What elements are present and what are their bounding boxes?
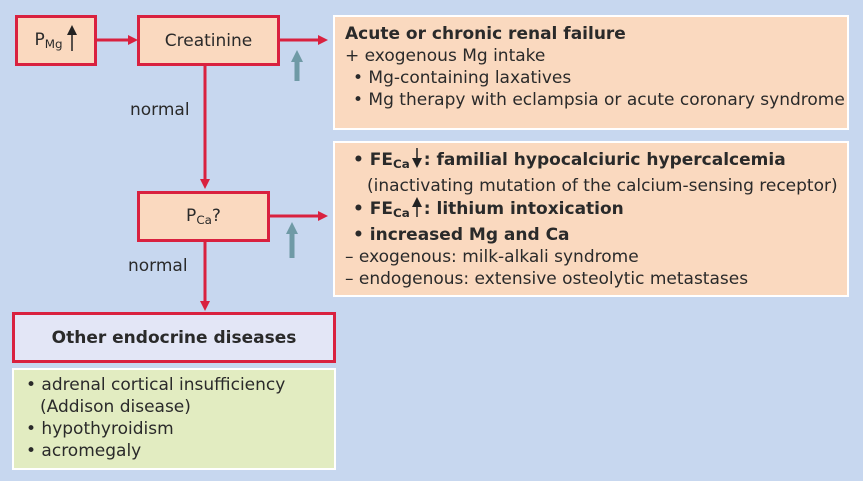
down-arrow-icon — [411, 148, 422, 168]
pmg-label: PMg — [34, 30, 63, 51]
renal-failure-panel: Acute or chronic renal failure + exogeno… — [333, 15, 849, 130]
endocrine-box: Other endocrine diseases — [12, 312, 336, 363]
endocrine-item-note: (Addison disease) — [40, 397, 191, 417]
calcium-up-indicator-icon — [286, 222, 298, 258]
renal-title: Acute or chronic renal failure — [345, 24, 626, 44]
creatinine-box: Creatinine — [137, 15, 280, 66]
calcium-line-endogenous: – endogenous: extensive osteolytic metas… — [345, 269, 749, 289]
endocrine-item: • acromegaly — [26, 441, 142, 461]
normal-label-1: normal — [130, 100, 190, 120]
endocrine-item: • hypothyroidism — [26, 419, 174, 439]
calcium-line-fhh-note: (inactivating mutation of the calcium-se… — [367, 176, 838, 196]
renal-line: + exogenous Mg intake — [345, 46, 546, 66]
calcium-panel: • FECa: familial hypocalciuric hypercalc… — [333, 141, 849, 297]
up-arrow-icon — [66, 24, 77, 51]
calcium-line-increased: • increased Mg and Ca — [353, 225, 570, 245]
pca-label: PCa? — [186, 206, 221, 227]
renal-line: • Mg-containing laxatives — [353, 68, 572, 88]
renal-line: • Mg therapy with eclampsia or acute cor… — [353, 90, 845, 110]
calcium-line-fhh: • FECa: familial hypocalciuric hypercalc… — [353, 148, 786, 171]
normal-label-2: normal — [128, 256, 188, 276]
pca-box: PCa? — [137, 191, 270, 242]
pmg-box: PMg — [15, 15, 97, 66]
endocrine-title: Other endocrine diseases — [51, 327, 297, 348]
creatinine-label: Creatinine — [164, 30, 253, 51]
creatinine-up-indicator-icon — [291, 50, 303, 81]
calcium-line-lithium: • FECa: lithium intoxication — [353, 197, 624, 220]
up-arrow-icon — [411, 197, 422, 217]
calcium-line-exogenous: – exogenous: milk-alkali syndrome — [345, 247, 639, 267]
endocrine-item: • adrenal cortical insufficiency — [26, 375, 286, 395]
endocrine-list-panel: • adrenal cortical insufficiency (Addiso… — [12, 368, 336, 470]
